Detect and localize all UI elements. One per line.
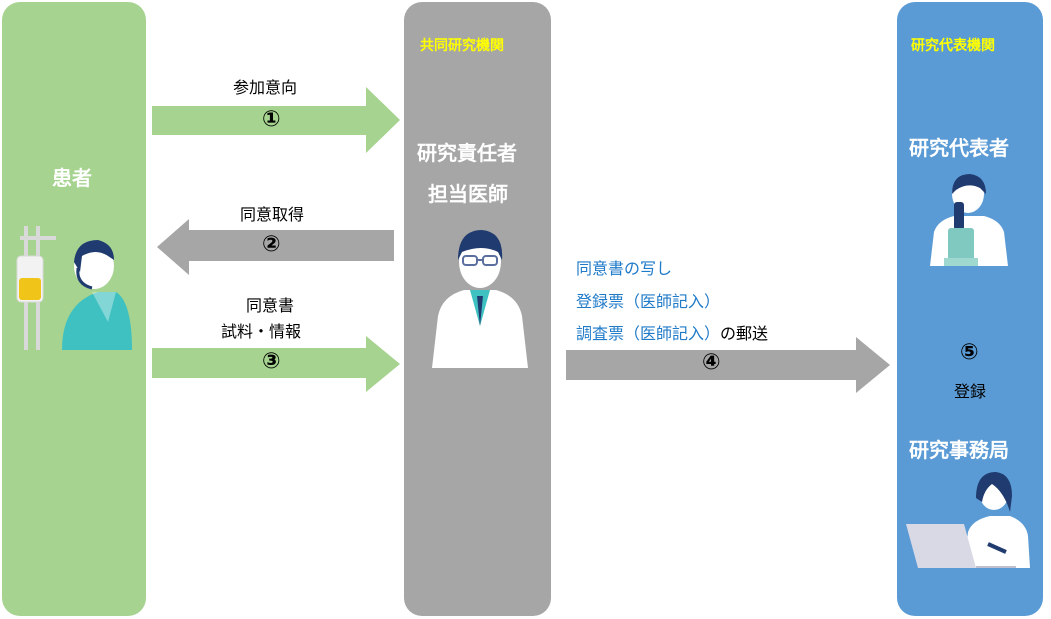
rep-role-secretariat: 研究事務局: [909, 438, 1009, 462]
step5-label: 登録: [954, 382, 987, 401]
arrow4-text-line3-blue: 調査票（医師記入）: [576, 324, 721, 343]
arrow2-label: 同意取得: [240, 205, 305, 224]
arrow1-number: ①: [262, 107, 281, 132]
researcher-microscope-icon: [930, 174, 1008, 266]
arrow2-left-arrow: [157, 219, 394, 275]
joint-institution-header: 共同研究機関: [420, 38, 504, 54]
representative-institution-column: [897, 2, 1043, 616]
arrow4-right-arrow: [566, 337, 890, 393]
arrow1-label: 参加意向: [233, 78, 298, 97]
rep-institution-header: 研究代表機関: [911, 38, 995, 54]
arrow4-text-line2: 登録票（医師記入）: [576, 292, 721, 311]
rep-role-representative: 研究代表者: [909, 136, 1009, 160]
arrow4-text-line3-black: の郵送: [720, 324, 769, 343]
arrow4-text-line3: 調査票（医師記入）の郵送: [576, 320, 768, 344]
arrow3-right-arrow: [152, 336, 400, 392]
office-worker-laptop-icon: [906, 472, 1030, 568]
arrow3-label-line2: 試料・情報: [221, 322, 302, 341]
patient-iv-icon: [16, 226, 132, 350]
arrow1-right-arrow: [152, 87, 400, 153]
joint-role-line2: 担当医師: [428, 182, 508, 206]
arrow3-label-line1: 同意書: [246, 296, 295, 315]
arrow2-number: ②: [262, 232, 281, 257]
doctor-icon: [432, 230, 528, 368]
patient-title: 患者: [52, 166, 92, 190]
joint-role-line1: 研究責任者: [417, 141, 517, 165]
arrow3-number: ③: [262, 349, 281, 374]
step5-number: ⑤: [960, 340, 979, 365]
arrow4-text-line1: 同意書の写し: [576, 259, 673, 278]
arrow4-number: ④: [702, 350, 721, 375]
